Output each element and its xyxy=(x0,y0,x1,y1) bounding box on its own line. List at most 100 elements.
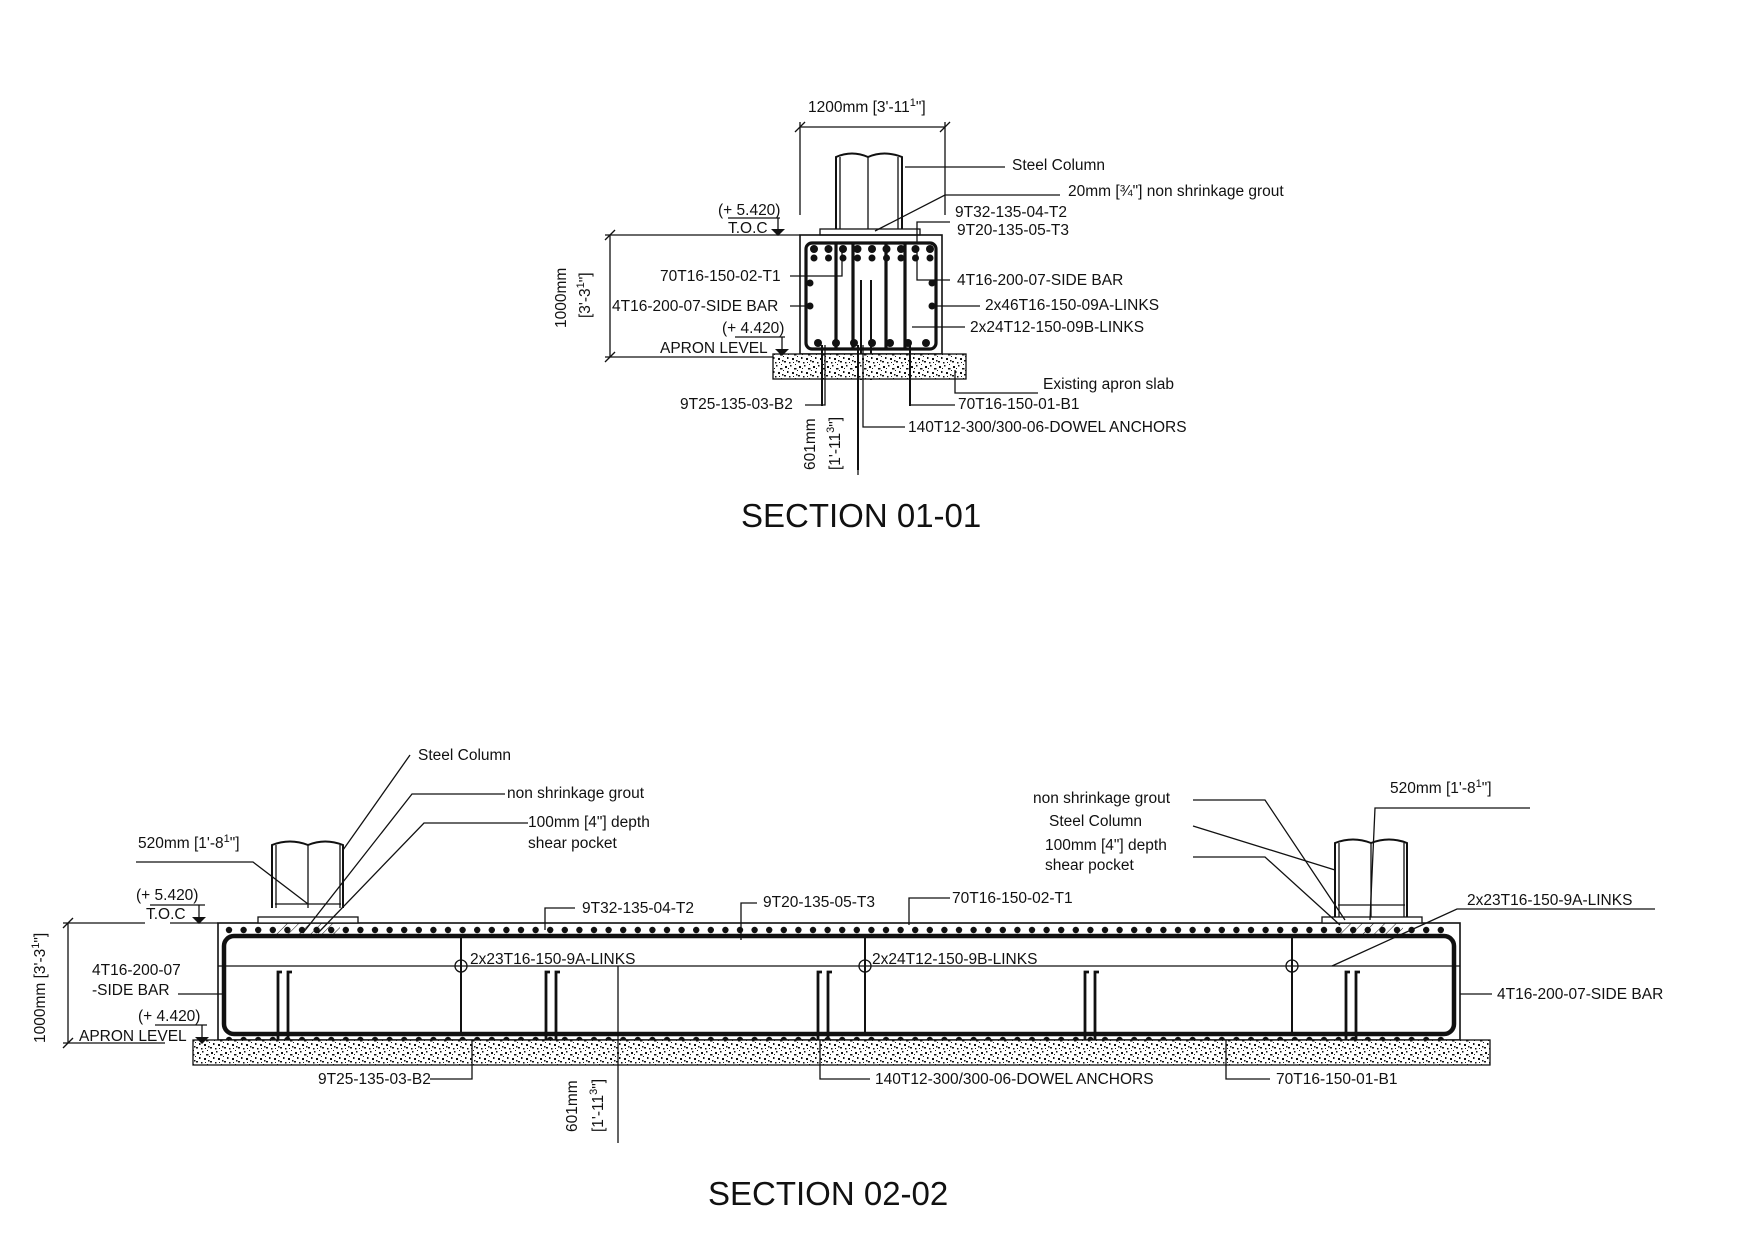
rebar-dot xyxy=(912,926,919,934)
rebar-dot xyxy=(809,926,817,934)
apron-level-long: (+ 4.420) xyxy=(138,1008,200,1025)
section-01-01: 1200mm [3'-111"] xyxy=(553,97,1284,534)
rebar-dot xyxy=(1043,926,1050,934)
label-b2-long: 9T25-135-03-B2 xyxy=(318,1071,431,1088)
height-dim-mm: 1000mm xyxy=(553,268,570,328)
rebar-dot xyxy=(868,245,876,253)
rebar-dot xyxy=(810,245,818,253)
toc-marker-icon-long xyxy=(192,917,206,924)
rebar-dot xyxy=(401,926,408,934)
label-b1-long: 70T16-150-01-B1 xyxy=(1276,1071,1398,1088)
rebar-dot xyxy=(868,254,876,262)
rebar-dot xyxy=(854,254,861,262)
rebar-dot xyxy=(371,926,379,934)
rebar-dot xyxy=(955,926,963,934)
anchor-dim-mm: 601mm xyxy=(802,418,819,470)
label-pocket-left-2: shear pocket xyxy=(528,835,617,852)
label-t1: 70T16-150-02-T1 xyxy=(660,268,781,285)
dowel-anchor xyxy=(276,970,282,1058)
rebar-dot xyxy=(1145,926,1153,934)
toc-level-long: (+ 5.420) xyxy=(136,887,198,904)
label-pocket-left-1: 100mm [4"] depth xyxy=(528,814,650,831)
rebar-dot xyxy=(926,245,934,253)
label-grout: 20mm [¾"] non shrinkage grout xyxy=(1068,183,1284,200)
rebar-dot xyxy=(1116,926,1123,934)
anchor-dim-imperial: [1'-113"] xyxy=(825,417,844,470)
rebar-dot xyxy=(868,926,875,934)
rebar-dot xyxy=(503,926,510,934)
label-col-width-left: 520mm [1'-81"] xyxy=(138,833,240,852)
rebar-dot xyxy=(240,926,247,934)
existing-slab-long xyxy=(192,1039,1491,1066)
rebar-dot xyxy=(620,926,627,934)
rebar-dot xyxy=(532,926,539,934)
rebar-dot xyxy=(634,926,641,934)
rebar-dot xyxy=(649,926,656,934)
rebar-dot xyxy=(547,926,554,934)
label-pocket-right-1: 100mm [4"] depth xyxy=(1045,837,1167,854)
rebar-dot xyxy=(839,926,846,934)
rebar-dot xyxy=(1174,926,1182,934)
width-dimension: 1200mm [3'-111"] xyxy=(794,97,951,215)
rebar-dot xyxy=(1087,926,1094,934)
label-dowels-long: 140T12-300/300-06-DOWEL ANCHORS xyxy=(875,1071,1154,1088)
rebar-dot xyxy=(225,926,233,934)
dowel-anchor xyxy=(1093,970,1099,1058)
height-dim-long: 1000mm [3'-31"] xyxy=(30,933,49,1043)
rebar-dot xyxy=(814,339,822,347)
label-grout-right: non shrinkage grout xyxy=(1033,790,1171,807)
rebar-dot xyxy=(868,339,876,347)
rebar-dot xyxy=(1101,926,1109,934)
rebar-dot xyxy=(590,926,598,934)
label-side-bar-right-long: 4T16-200-07-SIDE BAR xyxy=(1497,986,1663,1003)
rebar-dot xyxy=(824,245,833,253)
rebar-dot xyxy=(1058,926,1065,934)
dowel-anchor xyxy=(1083,970,1089,1058)
label-steel-column: Steel Column xyxy=(1012,157,1105,174)
rebar-dot xyxy=(926,926,933,934)
section-02-title: SECTION 02-02 xyxy=(708,1175,948,1212)
width-dim-text: 1200mm [3'-111"] xyxy=(808,97,926,116)
rebar-dot xyxy=(707,926,714,934)
rebar-dot xyxy=(999,926,1006,934)
rebar-dot xyxy=(912,254,919,262)
rebar-dot xyxy=(1320,926,1328,934)
steel-column-right xyxy=(1321,838,1423,936)
long-link xyxy=(221,933,1457,1037)
anchor-dim-mm-long: 601mm xyxy=(564,1080,581,1132)
apron-label-long: APRON LEVEL xyxy=(79,1028,187,1045)
rebar-dot xyxy=(882,245,891,253)
rebar-dot xyxy=(985,926,992,934)
label-side-bar-left: 4T16-200-07-SIDE BAR xyxy=(612,298,778,315)
rebar-dot xyxy=(517,926,525,934)
rebar-dot xyxy=(839,254,847,262)
rebar-dot xyxy=(1306,926,1313,934)
rebar-dot xyxy=(911,245,920,253)
dowel-anchor xyxy=(816,970,822,1058)
rebar-dot xyxy=(853,245,862,253)
rebar-dot xyxy=(824,926,831,934)
height-dimension: 1000mm [3'-31"] xyxy=(553,229,800,363)
label-links-b: 2x24T12-150-09B-LINKS xyxy=(970,319,1144,336)
rebar-dot xyxy=(1423,926,1430,934)
top-rebars-long xyxy=(225,926,1445,934)
dowel-anchor xyxy=(826,970,832,1058)
rebar-dot xyxy=(1277,926,1284,934)
anchor-dim-imperial-long: [1'-113"] xyxy=(588,1079,607,1132)
height-dim-imperial: [3'-31"] xyxy=(575,272,594,318)
label-t2: 9T32-135-04-T2 xyxy=(955,204,1067,221)
rebar-dot xyxy=(722,926,729,934)
rebar-dot xyxy=(444,926,452,934)
rebar-dot xyxy=(886,339,894,347)
rebar-dot xyxy=(839,245,847,253)
label-grout-left: non shrinkage grout xyxy=(507,785,645,802)
label-b2: 9T25-135-03-B2 xyxy=(680,396,793,413)
rebar-dot xyxy=(1072,926,1080,934)
rebar-dot xyxy=(663,926,671,934)
rebar-dot xyxy=(342,926,349,934)
top-rebars xyxy=(810,245,934,262)
section-01-title: SECTION 01-01 xyxy=(741,497,981,534)
label-links-a: 2x46T16-150-09A-LINKS xyxy=(985,297,1159,314)
label-pocket-right-2: shear pocket xyxy=(1045,857,1134,874)
rebar-dot xyxy=(810,254,818,262)
